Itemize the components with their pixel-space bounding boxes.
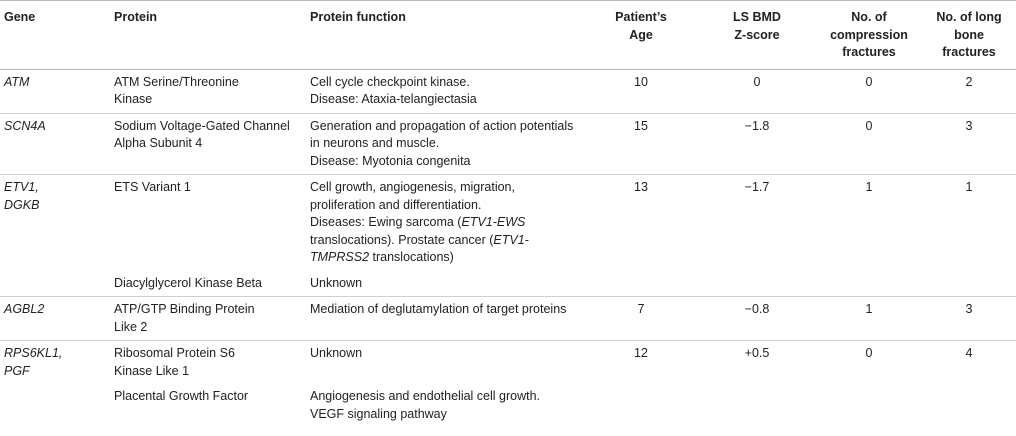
table-row: AGBL2 ATP/GTP Binding Protein Like 2 Med… <box>0 296 1016 341</box>
table-row: Placental Growth Factor Angiogenesis and… <box>0 384 1016 427</box>
gene-table: Gene Protein Protein function Patient’s … <box>0 0 1016 427</box>
bmd-cell: −1.7 <box>698 174 816 271</box>
age-cell: 7 <box>584 296 698 341</box>
function-line: Cell growth, angiogenesis, migration, pr… <box>310 180 515 212</box>
protein-cell: Sodium Voltage-Gated Channel Alpha Subun… <box>110 112 306 175</box>
protein-cell: ETS Variant 1 <box>110 174 306 271</box>
protein-cell: Diacylglycerol Kinase Beta <box>114 275 262 290</box>
age-cell <box>584 384 698 427</box>
protein-cell: ATM Serine/Threonine Kinase <box>110 68 306 113</box>
compression-cell: 0 <box>816 112 922 175</box>
compression-cell: 0 <box>816 68 922 113</box>
age-cell: 15 <box>584 112 698 175</box>
compression-cell: 1 <box>816 296 922 341</box>
compression-cell: 1 <box>816 174 922 271</box>
bmd-cell: +0.5 <box>698 340 816 384</box>
gene-cell <box>0 384 110 427</box>
header-protein: Protein <box>110 0 306 70</box>
table-row: SCN4A Sodium Voltage-Gated Channel Alpha… <box>0 112 1016 175</box>
compression-cell <box>816 384 922 427</box>
compression-cell <box>816 271 922 297</box>
table-row: ATM ATM Serine/Threonine Kinase Cell cyc… <box>0 68 1016 113</box>
protein-cell: Ribosomal Protein S6 Kinase Like 1 <box>110 340 306 384</box>
long-bone-cell: 1 <box>922 174 1016 271</box>
header-row: Gene Protein Protein function Patient’s … <box>0 0 1016 70</box>
function-line: Generation and propagation of action pot… <box>310 118 574 151</box>
age-cell: 10 <box>584 68 698 113</box>
header-gene: Gene <box>0 0 110 70</box>
function-text: Diseases: Ewing sarcoma ( <box>310 215 462 229</box>
gene-cell: ATM <box>0 68 110 113</box>
header-long-bone: No. of long bone fractures <box>922 0 1016 70</box>
header-age: Patient’s Age <box>584 0 698 70</box>
bmd-cell <box>698 271 816 297</box>
table-row: ETV1, DGKB ETS Variant 1 Cell growth, an… <box>0 174 1016 271</box>
long-bone-cell: 3 <box>922 296 1016 341</box>
long-bone-cell <box>922 271 1016 297</box>
table-row: RPS6KL1, PGF Ribosomal Protein S6 Kinase… <box>0 340 1016 384</box>
function-cell: Angiogenesis and endothelial cell growth… <box>310 389 541 421</box>
function-cell: Unknown <box>306 340 584 384</box>
long-bone-cell: 2 <box>922 68 1016 113</box>
bmd-cell: −0.8 <box>698 296 816 341</box>
function-gene-italic: ETV1-EWS <box>461 215 526 229</box>
protein-cell: ATP/GTP Binding Protein Like 2 <box>110 296 306 341</box>
function-line: Cell cycle checkpoint kinase. <box>310 74 470 89</box>
age-cell: 13 <box>584 174 698 271</box>
header-function: Protein function <box>306 0 584 70</box>
gene-cell: RPS6KL1, PGF <box>0 340 110 384</box>
gene-cell: AGBL2 <box>0 296 110 341</box>
bmd-cell: 0 <box>698 68 816 113</box>
gene-cell <box>0 271 110 297</box>
bmd-cell: −1.8 <box>698 112 816 175</box>
compression-cell: 0 <box>816 340 922 384</box>
long-bone-cell <box>922 384 1016 427</box>
header-compression: No. of compression fractures <box>816 0 922 70</box>
long-bone-cell: 3 <box>922 112 1016 175</box>
table-row: Diacylglycerol Kinase Beta Unknown <box>0 271 1016 297</box>
function-text: translocations). Prostate cancer ( <box>310 232 494 247</box>
function-cell: Mediation of deglutamylation of target p… <box>306 296 584 341</box>
function-cell: Unknown <box>310 275 363 290</box>
long-bone-cell: 4 <box>922 340 1016 384</box>
function-text: translocations) <box>369 250 454 264</box>
function-line: Disease: Ataxia-telangiectasia <box>310 92 477 106</box>
gene-cell: ETV1, DGKB <box>0 174 110 271</box>
function-cell: Cell growth, angiogenesis, migration, pr… <box>306 174 584 271</box>
protein-cell: Placental Growth Factor <box>114 389 249 403</box>
function-line: Diseases: Ewing sarcoma (ETV1-EWS transl… <box>310 214 580 267</box>
header-bmd: LS BMD Z-score <box>698 0 816 70</box>
gene-cell: SCN4A <box>0 112 110 175</box>
bmd-cell <box>698 384 816 427</box>
age-cell <box>584 271 698 297</box>
function-line: Disease: Myotonia congenita <box>310 153 471 168</box>
age-cell: 12 <box>584 340 698 384</box>
function-cell: Cell cycle checkpoint kinase. Disease: A… <box>306 68 584 113</box>
function-cell: Generation and propagation of action pot… <box>306 112 584 175</box>
function-gene-italic: ETV1-TMPRSS2 <box>310 232 529 265</box>
